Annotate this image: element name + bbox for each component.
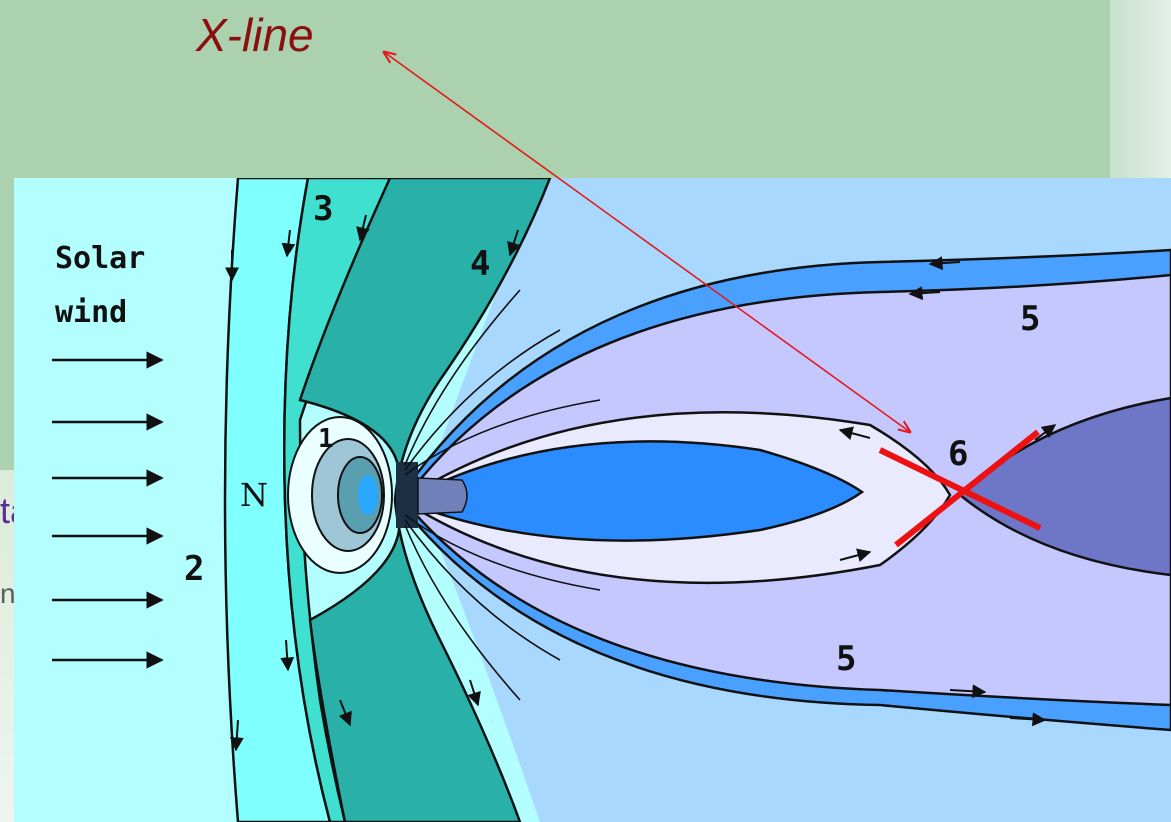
inner-plasma-sheet <box>412 440 865 542</box>
region-label-2: 2 <box>184 549 204 589</box>
region-label-1: 1 <box>318 424 334 454</box>
region-label-4: 4 <box>470 244 490 284</box>
region-label-5-lower: 5 <box>836 639 856 679</box>
earth-body <box>396 462 418 528</box>
solar-wind-arrows <box>52 351 164 669</box>
earth-dayside <box>358 475 378 515</box>
solar-wind-label-line2: wind <box>55 295 127 330</box>
earth-nightside-tail <box>417 477 468 515</box>
slide-left-gradient <box>0 470 18 822</box>
x-line-mark <box>878 429 1042 548</box>
flow-arrows <box>225 214 1057 752</box>
region-label-6: 6 <box>948 434 968 474</box>
x-line-pointer-arrow <box>384 52 910 432</box>
north-label: N <box>240 476 268 514</box>
region-label-5-upper: 5 <box>1020 299 1040 339</box>
solar-wind-label-line1: Solar <box>55 241 145 276</box>
x-line-title: X-line <box>196 9 314 61</box>
region-label-3: 3 <box>313 189 333 229</box>
